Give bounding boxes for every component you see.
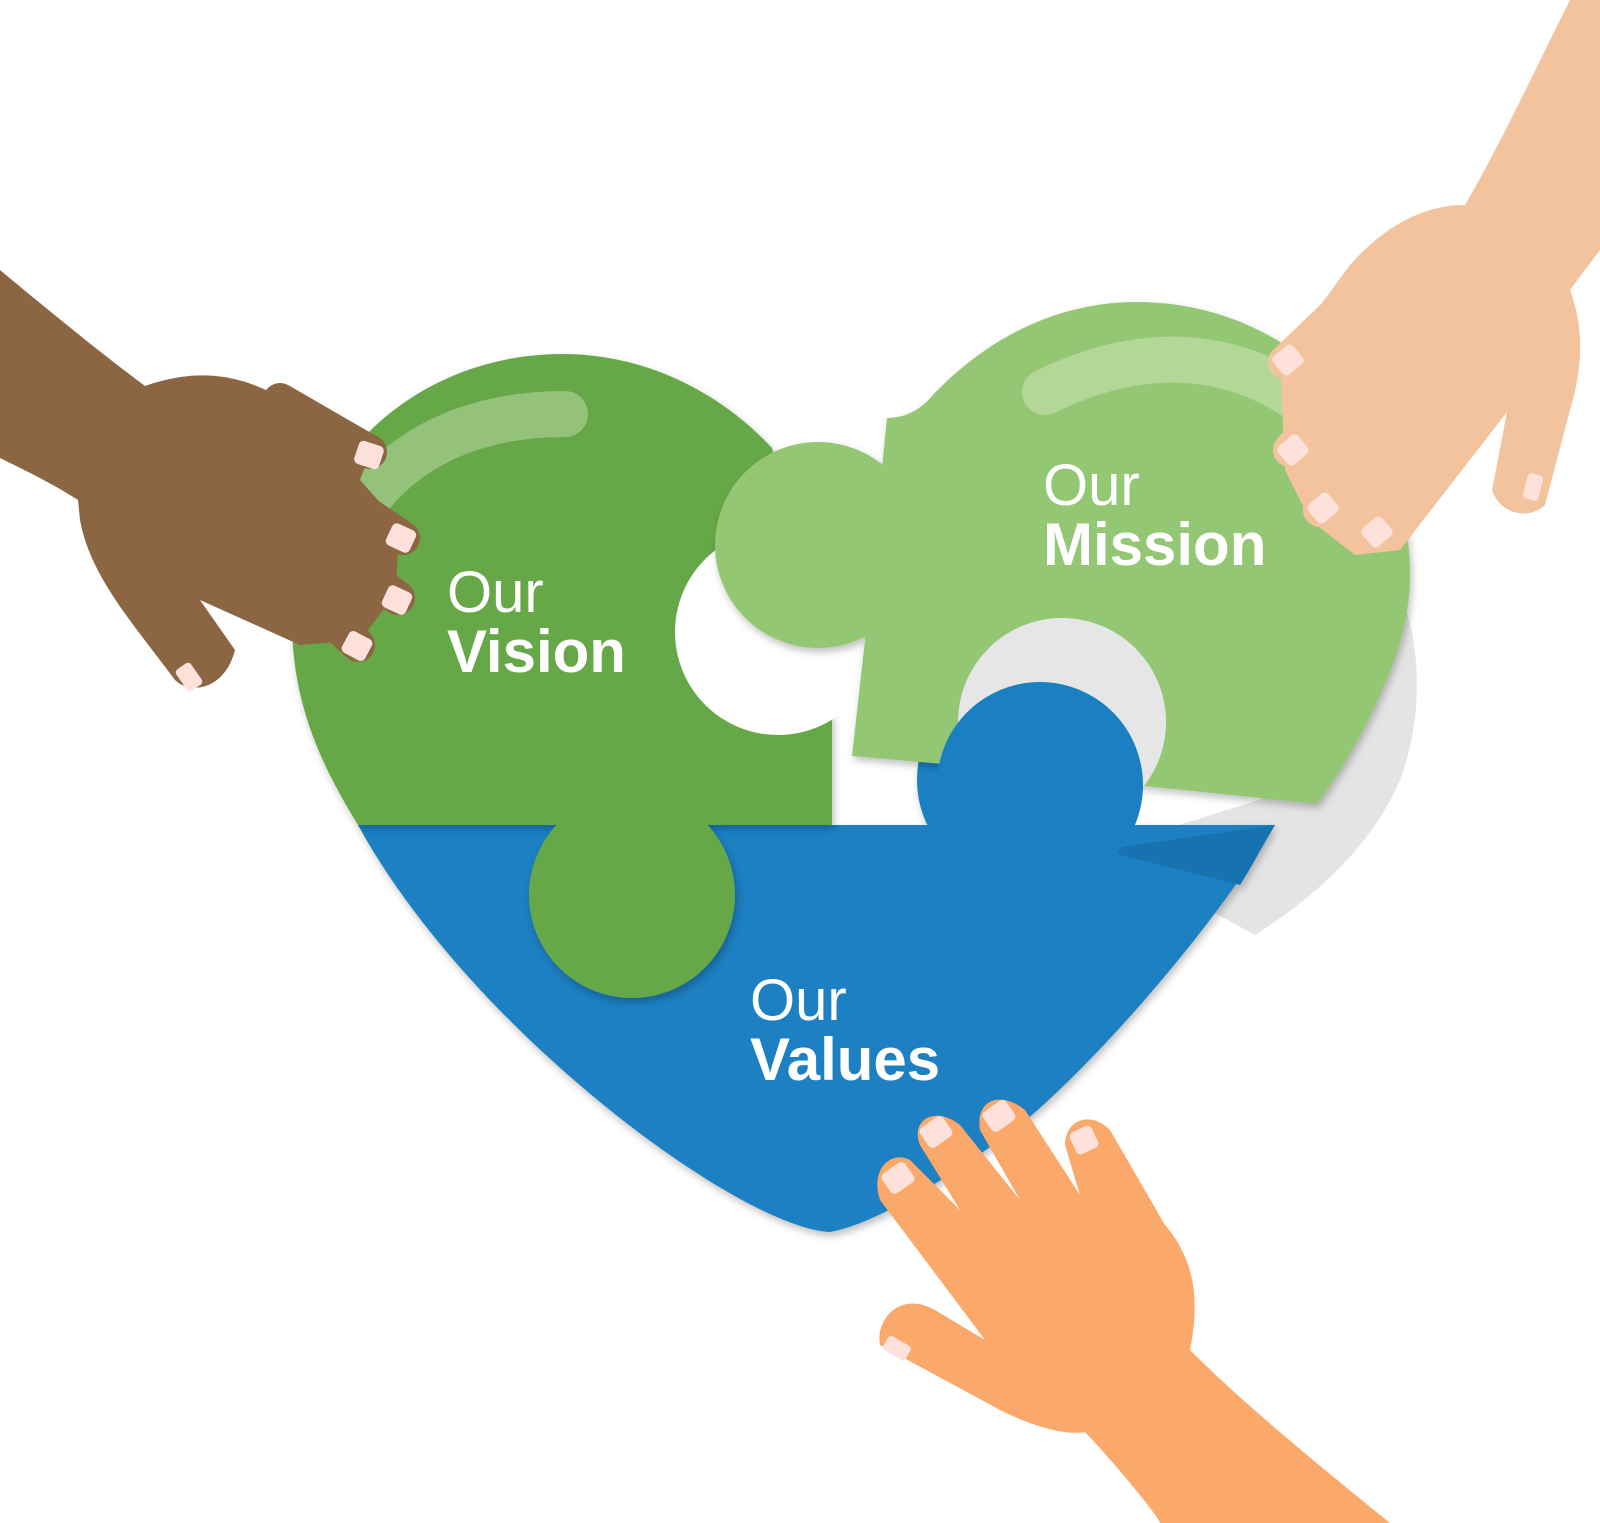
vision-label: Our Vision [447, 560, 626, 685]
vision-highlight [337, 391, 588, 533]
brown-hand [0, 270, 420, 692]
mission-label: Our Mission [1043, 453, 1266, 578]
values-knob [937, 682, 1143, 888]
orange-hand [877, 1099, 1390, 1523]
values-label: Our Values [750, 968, 940, 1093]
mission-highlight [1022, 336, 1323, 423]
peach-hand [1268, 0, 1600, 555]
